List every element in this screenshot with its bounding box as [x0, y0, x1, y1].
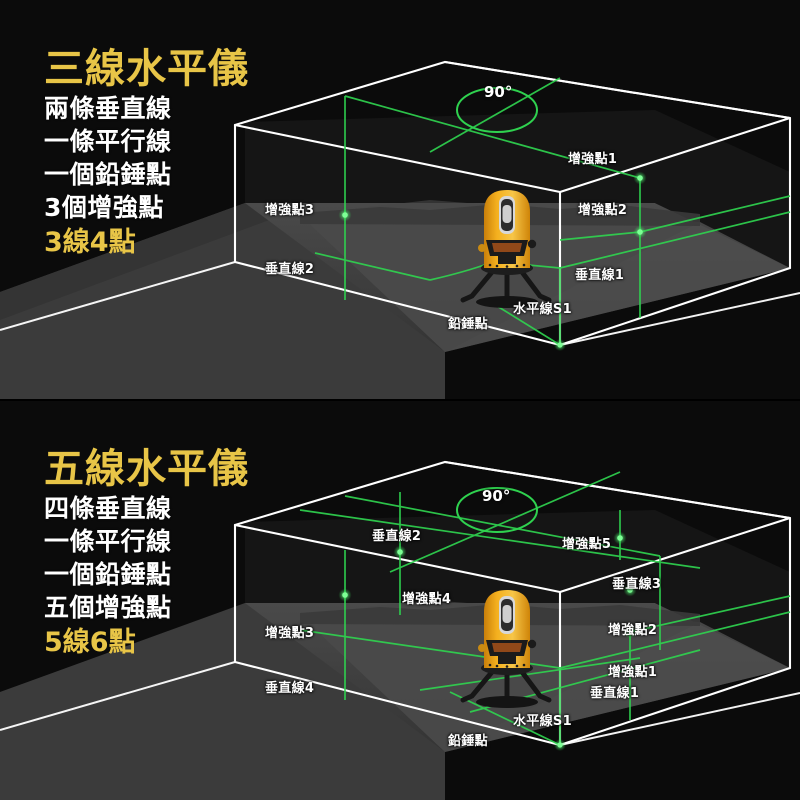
floor-guide-lines [0, 261, 800, 346]
enhancement-points [338, 531, 637, 751]
spec-highlight: 3線4點 [44, 227, 136, 258]
text-layer-three-line: 三線水平儀 兩條垂直線 一條平行線 一個鉛錘點 3個增強點 3線4點 90° 增… [44, 46, 628, 332]
spec-item: 一條平行線 [44, 527, 172, 556]
ceiling-laser-b [429, 77, 561, 153]
spec-highlight: 5線6點 [44, 627, 136, 658]
label-enhance-point-1: 增強點1 [608, 665, 658, 680]
point-plumb [557, 742, 563, 748]
laser-right-upper [639, 195, 791, 233]
point-enh-1 [627, 629, 633, 635]
floor-guide-lines [0, 661, 800, 746]
spec-item: 四條垂直線 [44, 494, 172, 523]
point-enh-5 [617, 535, 623, 541]
outside-floor-shade [0, 203, 280, 320]
ninety-degree-ellipse [456, 87, 538, 133]
horizontal-line-s1-left [314, 252, 431, 281]
label-vertical-line-2: 垂直線2 [372, 529, 422, 544]
label-enhance-point-4: 增強點4 [402, 592, 452, 607]
floor-laser-a [419, 657, 641, 691]
laser-floor-plumb [496, 305, 561, 346]
laser-right-upper-left [559, 231, 641, 241]
scene-five-line [0, 400, 800, 800]
label-enhance-point-5: 增強點5 [562, 537, 612, 552]
room-back-wall [245, 110, 655, 203]
room-floor-lit2 [300, 600, 700, 752]
laser-level-device [460, 190, 552, 308]
label-enhance-point-3: 增強點3 [265, 203, 315, 218]
point-enh-2 [627, 587, 633, 593]
label-vertical-line-2: 垂直線2 [265, 262, 315, 277]
label-vertical-line-3: 垂直線3 [612, 577, 662, 592]
spec-item: 兩條垂直線 [44, 94, 172, 123]
panel-divider [0, 399, 800, 401]
angle-label-90-bottom: 90° [482, 487, 511, 505]
text-layer-five-line: 五線水平儀 四條垂直線 一條平行線 一個鉛錘點 五個增強點 5線6點 90° 垂… [0, 400, 800, 800]
panel-title-three-line: 三線水平儀 [44, 46, 249, 92]
label-enhance-point-2: 增強點2 [608, 623, 658, 638]
label-vertical-line-4: 垂直線4 [265, 681, 315, 696]
spec-item: 一個鉛錘點 [44, 560, 172, 589]
panel-title-five-line: 五線水平儀 [44, 446, 249, 492]
label-enhance-point-2: 增強點2 [578, 203, 628, 218]
label-plumb-point: 鉛錘點 [448, 317, 488, 332]
horizontal-line-s1-right [559, 211, 791, 269]
ceiling-laser-b [389, 471, 621, 573]
point-enh-3 [342, 592, 348, 598]
room-floor-lit2 [300, 200, 700, 352]
floor-laser-plumb [449, 691, 561, 746]
label-vertical-line-1: 垂直線1 [575, 268, 625, 283]
point-enh-2 [637, 229, 643, 235]
point-enh-3 [342, 212, 348, 218]
angle-label-90-top: 90° [484, 83, 513, 101]
scene-three-line [0, 60, 800, 400]
enhancement-points [338, 171, 647, 351]
label-plumb-point: 鉛錘點 [448, 734, 488, 749]
laser-level-device [460, 590, 552, 708]
spec-list-five-line: 四條垂直線 一條平行線 一個鉛錘點 五個增強點 5線6點 [44, 492, 172, 662]
point-enh-1 [637, 175, 643, 181]
panel-three-line-level: 三線水平儀 兩條垂直線 一條平行線 一個鉛錘點 3個增強點 3線4點 90° 增… [0, 46, 800, 400]
spec-item: 3個增強點 [44, 193, 164, 222]
horizontal-line-s1-right [559, 611, 791, 669]
room-back-wall [245, 510, 655, 603]
spec-item: 一條平行線 [44, 127, 172, 156]
spec-list-three-line: 兩條垂直線 一條平行線 一個鉛錘點 3個增強點 3線4點 [44, 92, 172, 262]
spec-item: 五個增強點 [44, 593, 172, 622]
ceiling-laser-c [344, 495, 661, 557]
label-vertical-line-1: 垂直線1 [590, 686, 640, 701]
point-enh-4 [397, 549, 403, 555]
spec-item: 一個鉛錘點 [44, 160, 172, 189]
ceiling-laser-a [344, 95, 641, 179]
ceiling-laser-a [299, 509, 701, 569]
room-wireframe [233, 460, 792, 747]
label-horizontal-line-s1: 水平線S1 [513, 714, 572, 729]
label-enhance-point-1: 增強點1 [568, 152, 618, 167]
label-horizontal-line-s1: 水平線S1 [513, 302, 572, 317]
laser-right-upper [629, 595, 791, 633]
point-plumb [557, 342, 563, 348]
ninety-degree-ellipse [456, 487, 538, 533]
panel-five-line-level: 五線水平儀 四條垂直線 一條平行線 一個鉛錘點 五個增強點 5線6點 90° 垂… [0, 400, 800, 800]
label-enhance-point-3: 增強點3 [265, 626, 315, 641]
